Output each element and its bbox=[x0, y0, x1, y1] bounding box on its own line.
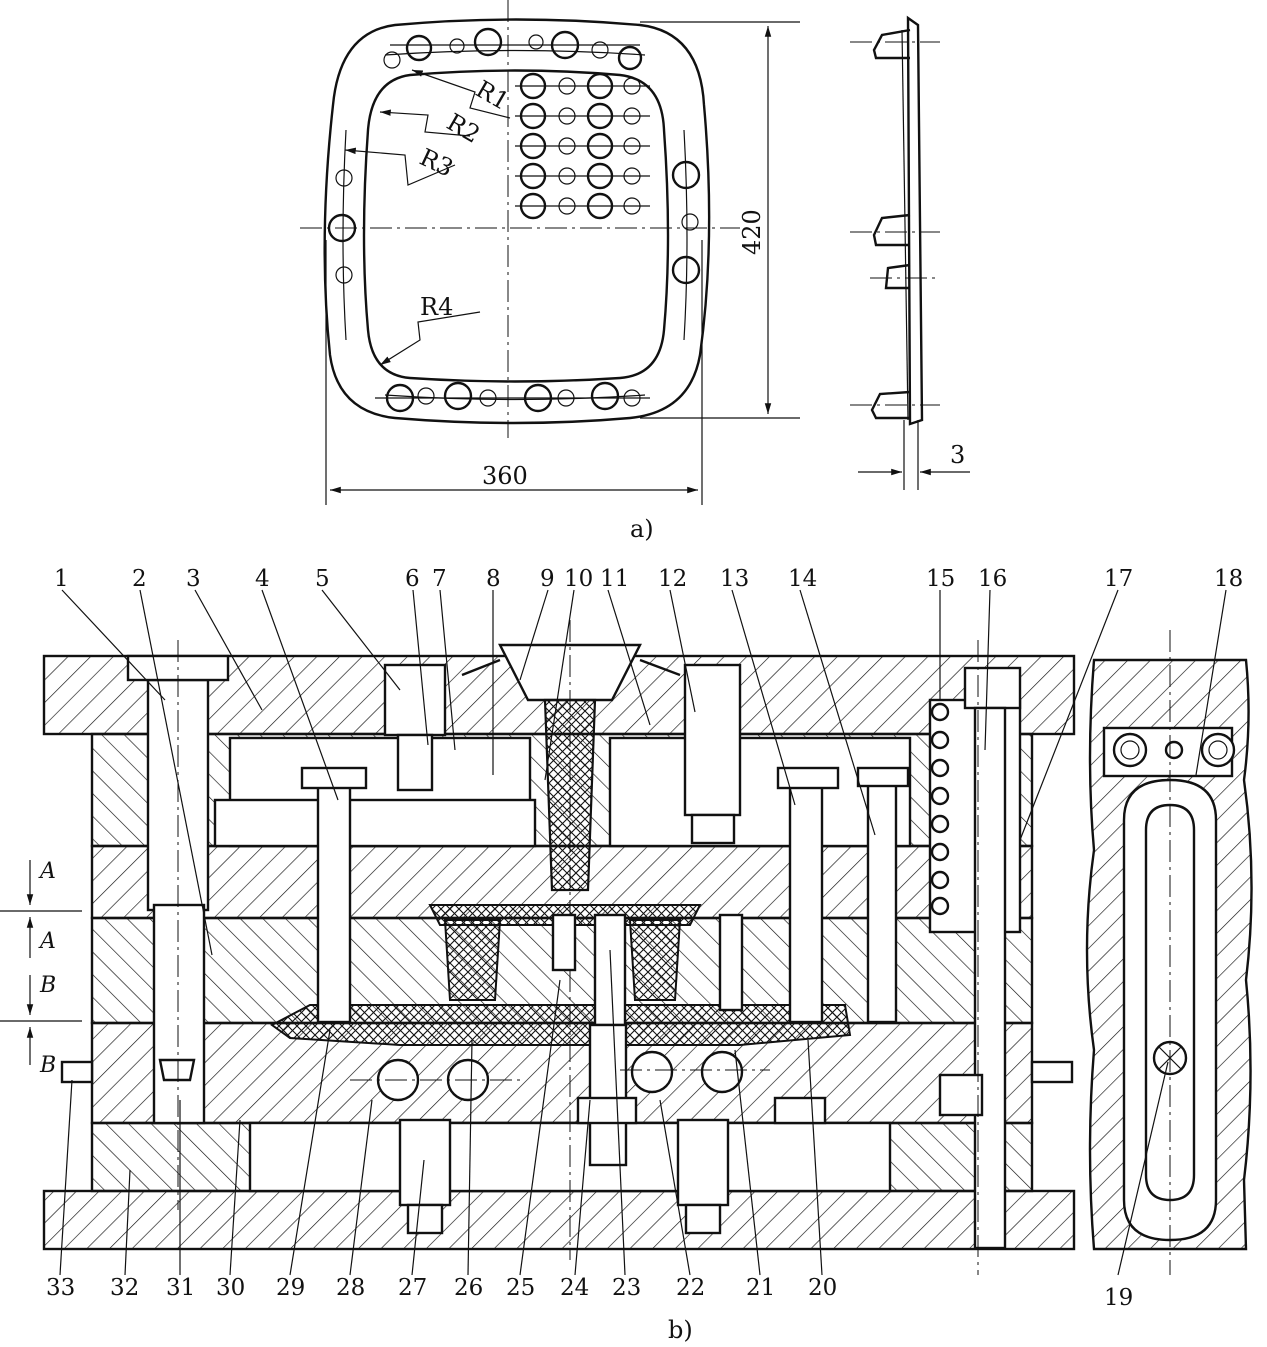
part-number-6: 6 bbox=[405, 566, 420, 592]
part-number-33: 33 bbox=[46, 1275, 75, 1301]
part-number-30: 30 bbox=[216, 1275, 245, 1301]
molded-part bbox=[270, 1004, 852, 1046]
part-number-22: 22 bbox=[676, 1275, 705, 1301]
part-number-15: 15 bbox=[926, 566, 955, 592]
section-label-b-bottom: B bbox=[39, 1053, 56, 1078]
part-number-13: 13 bbox=[720, 566, 749, 592]
part-number-18: 18 bbox=[1214, 566, 1243, 592]
part-number-1: 1 bbox=[54, 566, 69, 592]
thickness-dimension: 3 bbox=[950, 441, 965, 469]
top-part-numbers: 1 2 3 4 5 6 7 8 9 10 11 12 13 14 15 16 1… bbox=[54, 566, 1243, 592]
caption-b: b) bbox=[668, 1316, 693, 1344]
radius-label-r4: R4 bbox=[420, 293, 453, 321]
part-number-14: 14 bbox=[788, 566, 817, 592]
cooling-channels bbox=[350, 1050, 770, 1102]
bottom-part-numbers: 33 32 31 30 29 28 27 26 25 24 23 22 21 2… bbox=[46, 1275, 1133, 1311]
part-number-7: 7 bbox=[432, 566, 447, 592]
part-number-5: 5 bbox=[315, 566, 330, 592]
radius-label-r3: R3 bbox=[415, 143, 457, 182]
part-number-29: 29 bbox=[276, 1275, 305, 1301]
part-number-31: 31 bbox=[166, 1275, 195, 1301]
part-cavity-left bbox=[443, 919, 502, 1001]
section-label-b-top: B bbox=[39, 973, 56, 998]
part-number-25: 25 bbox=[506, 1275, 535, 1301]
part-number-19: 19 bbox=[1104, 1285, 1133, 1311]
part-number-8: 8 bbox=[486, 566, 501, 592]
radius-label-r2: R2 bbox=[442, 108, 485, 149]
part-number-9: 9 bbox=[540, 566, 555, 592]
part-number-3: 3 bbox=[186, 566, 201, 592]
part-number-24: 24 bbox=[560, 1275, 589, 1301]
height-dimension: 420 bbox=[738, 209, 766, 255]
part-number-2: 2 bbox=[132, 566, 147, 592]
part-number-11: 11 bbox=[600, 566, 629, 592]
part-number-16: 16 bbox=[978, 566, 1007, 592]
bottom-hole-row bbox=[385, 381, 641, 413]
part-number-27: 27 bbox=[398, 1275, 427, 1301]
part-number-20: 20 bbox=[808, 1275, 837, 1301]
part-number-21: 21 bbox=[746, 1275, 775, 1301]
section-label-a-top: A bbox=[38, 859, 56, 884]
spring-stack bbox=[930, 702, 950, 916]
top-hole-row bbox=[383, 27, 643, 71]
hole-grid bbox=[515, 72, 650, 220]
mold-section-view bbox=[42, 620, 1253, 1275]
width-dimension: 360 bbox=[482, 462, 528, 490]
bottom-leaders bbox=[59, 949, 1169, 1276]
part-number-4: 4 bbox=[255, 566, 270, 592]
part-side-view: 3 bbox=[850, 15, 970, 490]
bottom-clamp-plate bbox=[42, 1189, 1076, 1251]
part-number-23: 23 bbox=[612, 1275, 641, 1301]
caption-a: a) bbox=[630, 515, 654, 543]
section-label-a-bottom: A bbox=[38, 929, 56, 954]
part-number-10: 10 bbox=[564, 566, 593, 592]
radius-leaders bbox=[344, 69, 511, 366]
part-number-26: 26 bbox=[454, 1275, 483, 1301]
part-number-17: 17 bbox=[1104, 566, 1133, 592]
side-holes bbox=[327, 160, 701, 285]
top-leaders bbox=[61, 589, 1227, 956]
section-marks bbox=[0, 860, 82, 1065]
part-number-12: 12 bbox=[658, 566, 687, 592]
part-number-28: 28 bbox=[336, 1275, 365, 1301]
part-number-32: 32 bbox=[110, 1275, 139, 1301]
part-plan-view: R1 R2 R3 R4 360 420 bbox=[300, 0, 800, 505]
part-cavity-right bbox=[628, 919, 682, 1001]
